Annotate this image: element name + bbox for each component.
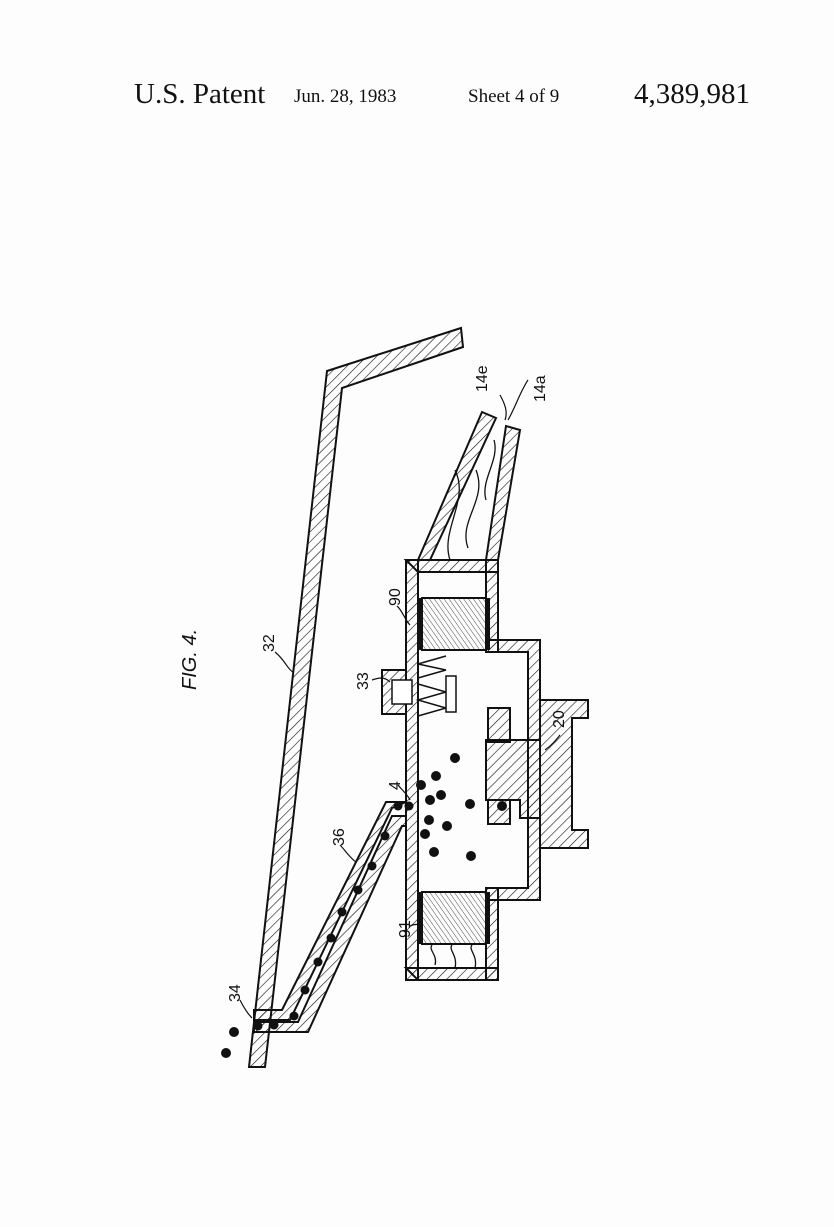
label-90: 90	[387, 588, 404, 606]
wall-32	[247, 326, 465, 1068]
label-91: 91	[397, 920, 414, 938]
housing-top-wall	[403, 559, 499, 573]
rotor-20	[485, 699, 589, 849]
figure-caption: FIG. 4.	[179, 629, 201, 690]
label-4: 4	[387, 781, 404, 790]
leader-lines	[239, 379, 561, 1019]
filter-91	[421, 891, 487, 945]
label-36: 36	[331, 828, 348, 846]
label-20: 20	[551, 710, 568, 728]
label-14a: 14a	[532, 375, 549, 402]
sheet-number: Sheet 4 of 9	[468, 86, 560, 107]
label-33: 33	[355, 672, 372, 690]
patent-date: Jun. 28, 1983	[294, 86, 397, 107]
label-14e: 14e	[474, 365, 491, 392]
housing-bottom-wall	[403, 967, 499, 981]
patent-title: U.S. Patent	[134, 78, 266, 110]
filter-90	[421, 597, 487, 651]
valve-33	[381, 655, 457, 717]
label-32: 32	[261, 634, 278, 652]
inlet-duct-inner	[484, 424, 522, 561]
patent-number: 4,389,981	[634, 78, 750, 110]
duct-36	[253, 800, 407, 1033]
inlet-duct-outer	[416, 410, 498, 561]
airflow-arrows	[430, 439, 496, 969]
label-34: 34	[227, 984, 244, 1002]
particles	[221, 753, 507, 1058]
